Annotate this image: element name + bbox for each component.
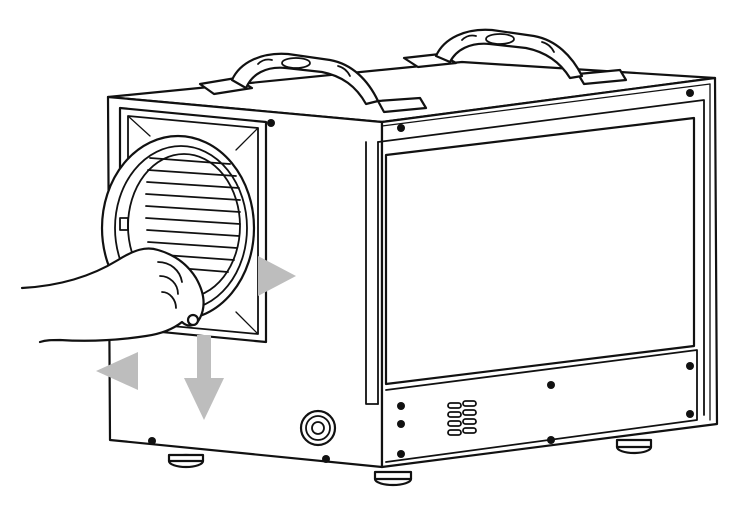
vent-slots-icon bbox=[447, 400, 477, 436]
foot-icon bbox=[167, 438, 653, 487]
handle-icon bbox=[198, 52, 428, 114]
handle-icon bbox=[402, 28, 628, 86]
hand-icon bbox=[20, 247, 205, 344]
lower-front-plate bbox=[385, 349, 698, 463]
front-panel bbox=[384, 116, 696, 386]
front-frame-top bbox=[377, 99, 705, 416]
port-icon bbox=[299, 409, 337, 447]
arrow-down bbox=[184, 335, 224, 420]
front-frame-left bbox=[365, 141, 379, 405]
arrow-left bbox=[96, 352, 138, 390]
arrow-right bbox=[258, 256, 296, 296]
screw-icon bbox=[148, 89, 694, 463]
